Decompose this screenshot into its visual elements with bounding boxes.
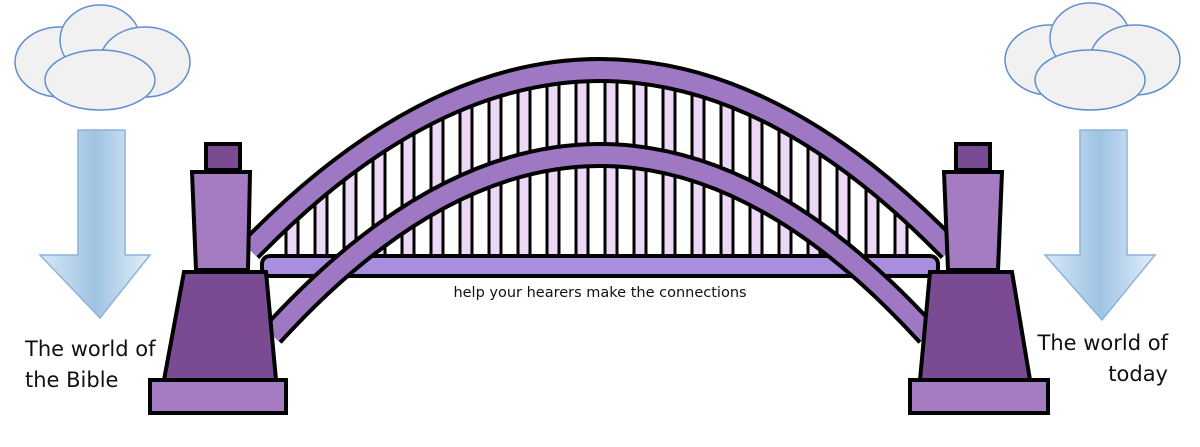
left-label-line2: the Bible [25, 368, 119, 392]
hanger [400, 122, 416, 260]
cloud-right [1004, 2, 1181, 111]
cloud-left [14, 4, 191, 111]
water-arrow-right-icon [1043, 129, 1157, 322]
right-tower [908, 142, 1050, 415]
left-label-line1: The world of [25, 337, 156, 361]
bridge-deck [260, 254, 940, 278]
right-label: The world of today [1038, 328, 1168, 390]
right-label-line1: The world of [1037, 331, 1168, 355]
left-tower [148, 142, 288, 415]
right-label-line2: today [1108, 362, 1168, 386]
hanger [777, 118, 793, 260]
caption: help your hearers make the connections [453, 285, 747, 301]
left-label: The world of the Bible [25, 334, 155, 396]
water-arrow-left-icon [38, 129, 152, 320]
